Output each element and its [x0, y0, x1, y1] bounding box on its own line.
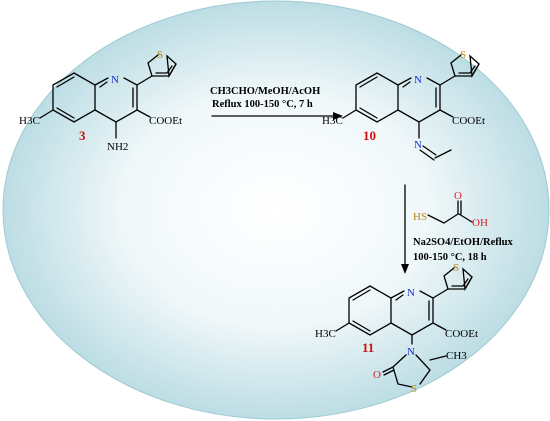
- imine-n-label: N: [414, 139, 422, 151]
- ring-n-label: N: [407, 287, 415, 299]
- step-2: HS O OH Na2SO4/EtOH/Reflux 100-150 °C, 1…: [401, 184, 514, 274]
- arrow-head: [401, 264, 409, 274]
- ring-n-label: N: [414, 74, 422, 86]
- conditions-line1: CH3CHO/MeOH/AcOH: [210, 86, 320, 97]
- ester-label: COOEt: [445, 328, 478, 340]
- thiophene-s-label: S: [453, 262, 459, 274]
- ring-n-label: N: [111, 74, 119, 86]
- conditions-line2: 100-150 °C, 18 h: [413, 252, 487, 263]
- compound-11: N S H3C COOEt N S O CH3 11: [315, 262, 478, 395]
- methyl-label: H3C: [19, 115, 40, 127]
- conditions-line1: Na2SO4/EtOH/Reflux: [413, 237, 514, 248]
- ester-label: COOEt: [452, 115, 485, 127]
- ring-methyl-label: CH3: [446, 350, 467, 362]
- step-1: CH3CHO/MeOH/AcOH Reflux 100-150 °C, 7 h: [210, 86, 343, 120]
- thiophene-s-label: S: [157, 49, 163, 61]
- thiazolidinone-n-label: N: [407, 346, 415, 358]
- thiazolidinone-s-label: S: [411, 383, 417, 395]
- compound-number: 11: [362, 340, 374, 355]
- arrow-head: [333, 112, 343, 120]
- methyl-label: H3C: [322, 115, 343, 127]
- compound-3: N S H3C COOEt NH2 3: [19, 49, 182, 153]
- amino-label: NH2: [107, 141, 128, 153]
- carbonyl-o-label: O: [454, 190, 462, 202]
- compound-10: N S H3C COOEt N 10: [322, 49, 485, 161]
- thiophene-s-label: S: [460, 49, 466, 61]
- hydroxyl-label: OH: [472, 217, 488, 229]
- ester-label: COOEt: [149, 115, 182, 127]
- compound-number: 10: [363, 128, 376, 143]
- carbonyl-o-label: O: [373, 369, 381, 381]
- conditions-line2: Reflux 100-150 °C, 7 h: [212, 99, 313, 110]
- thiol-label: HS: [413, 211, 427, 223]
- methyl-label: H3C: [315, 328, 336, 340]
- compound-number: 3: [79, 128, 86, 143]
